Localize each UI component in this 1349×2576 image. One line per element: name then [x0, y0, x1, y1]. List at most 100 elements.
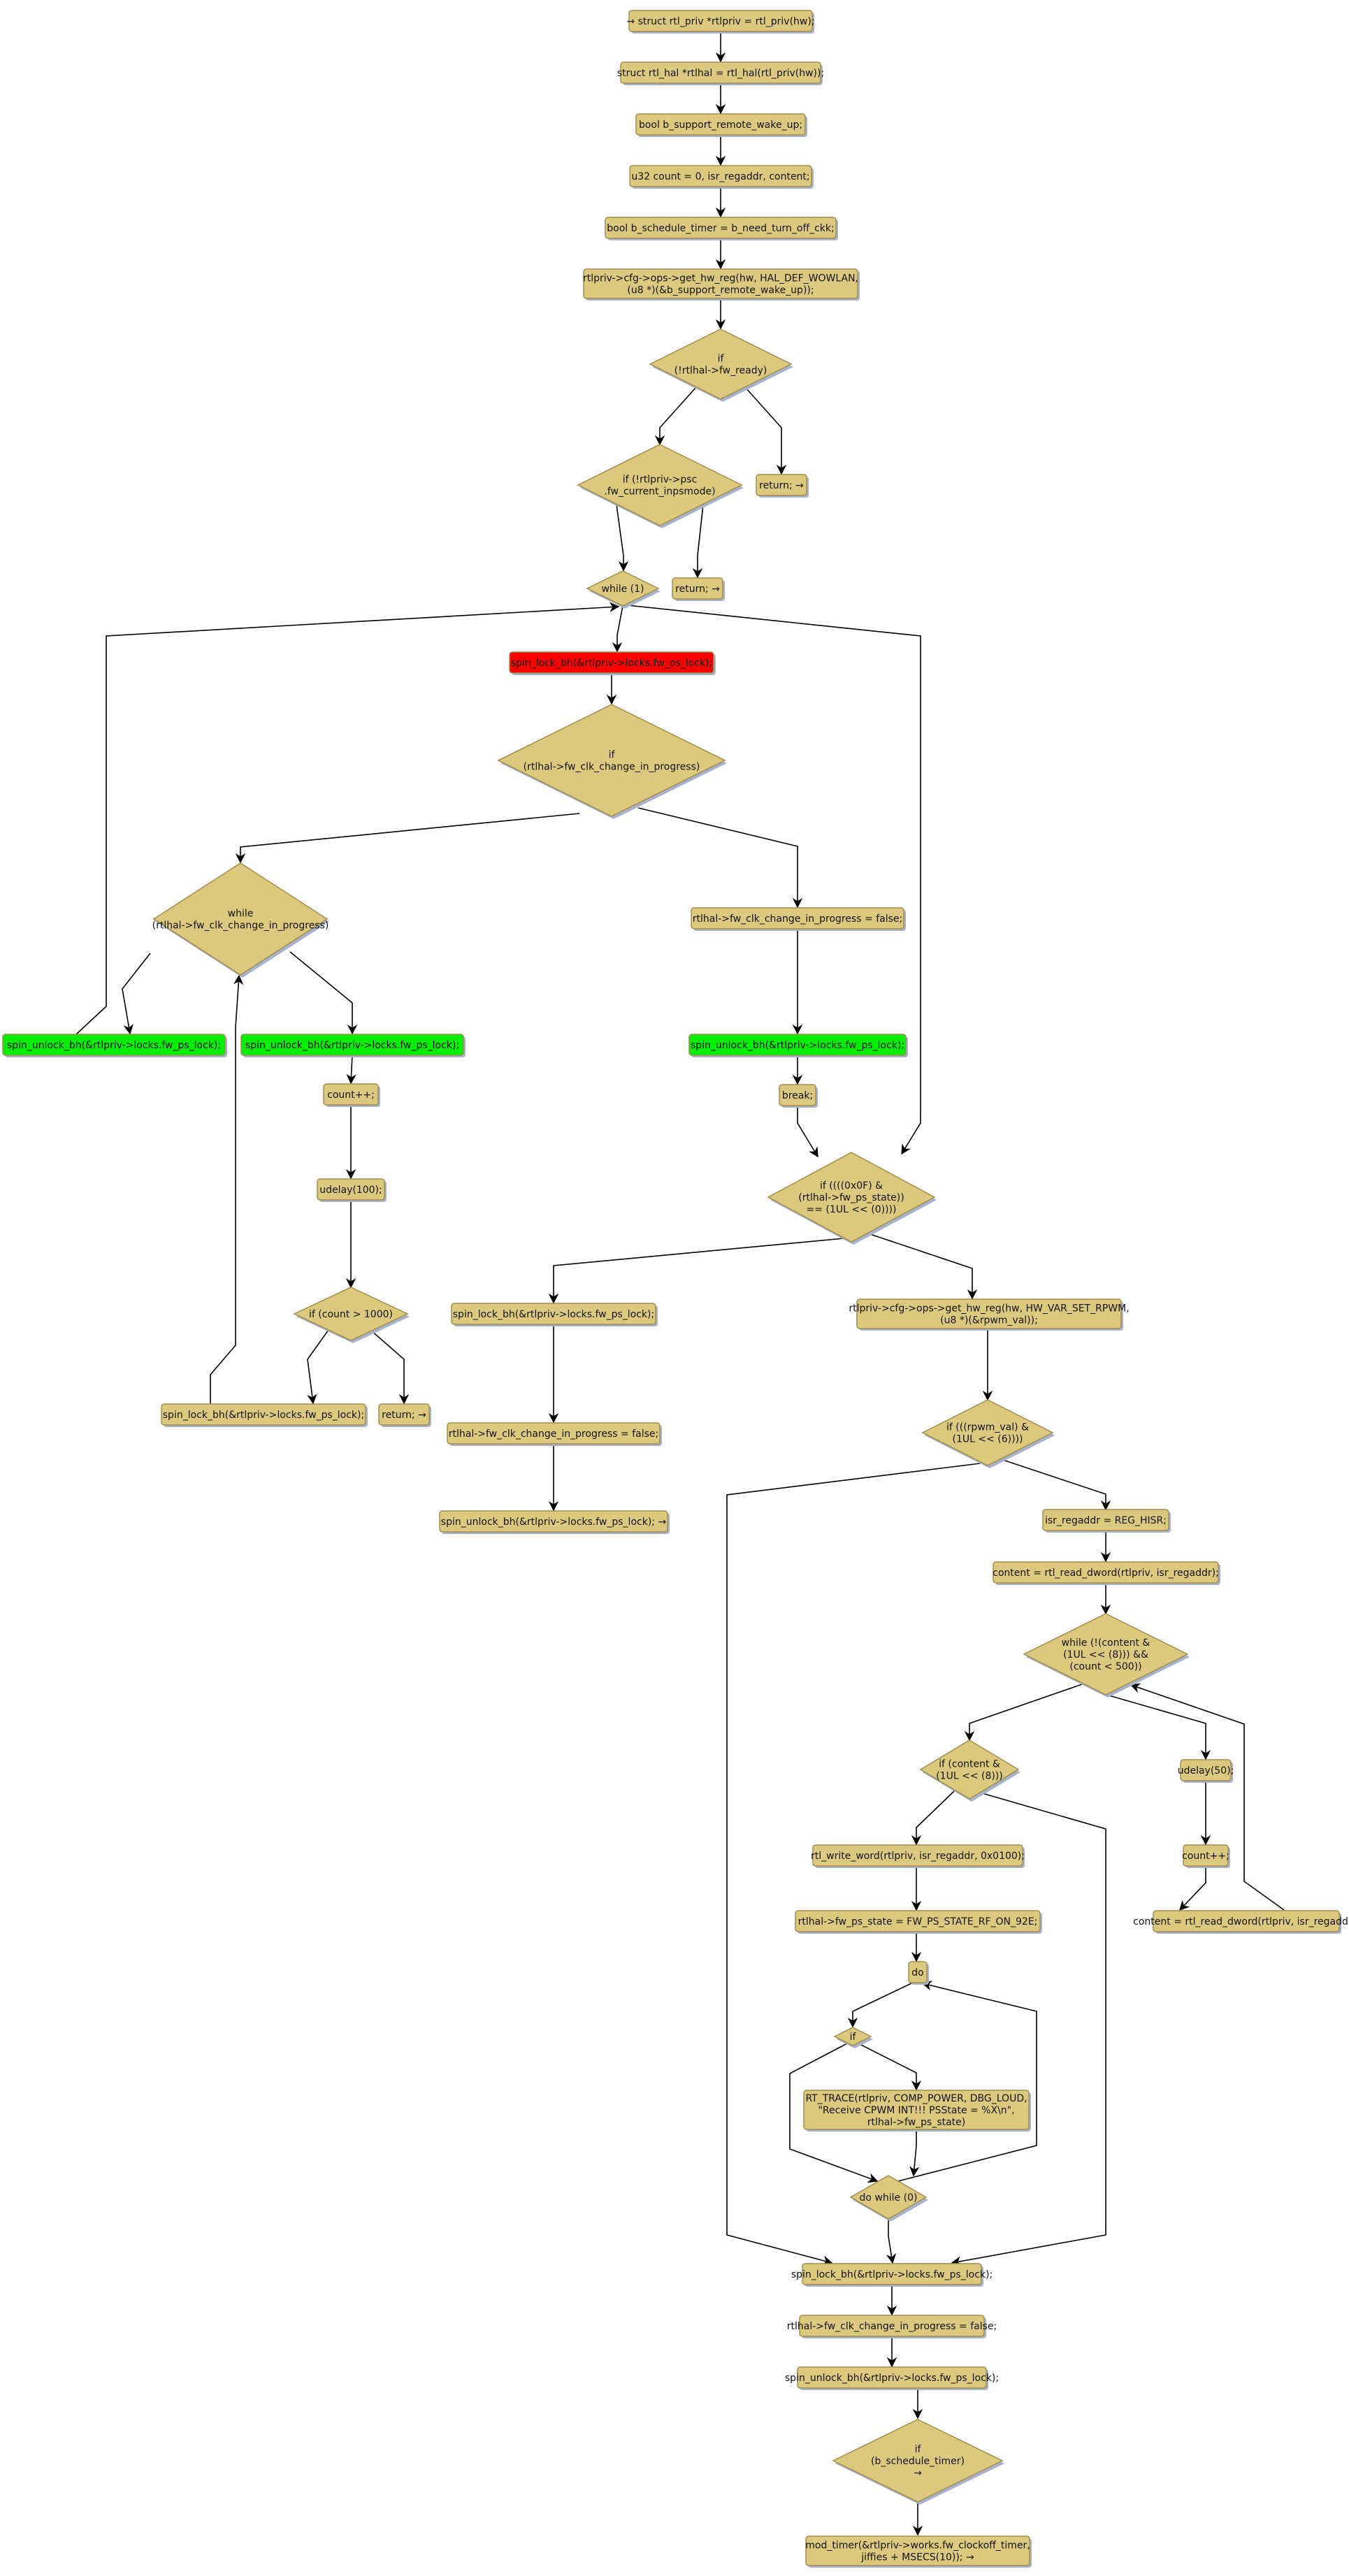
decision-node-d4[interactable]: if ((((0x0F) &(rtlhal->fw_ps_state))== (…	[767, 1152, 937, 1245]
box-shape	[1042, 1509, 1169, 1531]
statement-node-ww[interactable]: rtl_write_word(rtlpriv, isr_regaddr, 0x0…	[811, 1844, 1025, 1868]
edge-d3-s1	[637, 807, 803, 909]
decision-node-dif[interactable]: if	[833, 2027, 873, 2048]
node-label-line: u32 count = 0, isr_regaddr, content;	[631, 171, 809, 182]
node-label-line: while (1)	[602, 584, 644, 595]
statement-node-unlock4[interactable]: spin_unlock_bh(&rtlpriv->locks.fw_ps_loc…	[439, 1510, 670, 1534]
node-label-line: if ((((0x0F) &	[820, 1180, 883, 1192]
statement-node-r2[interactable]: return; →	[672, 577, 725, 601]
node-label-line: if (!rtlpriv->psc	[623, 475, 698, 486]
box-shape	[451, 1303, 656, 1325]
edge-brk-d4	[797, 1106, 818, 1158]
decision-node-d1[interactable]: if(!rtlhal->fw_ready)	[649, 328, 793, 402]
edge-cnt2-rd2	[1179, 1866, 1206, 1911]
statement-node-rd1[interactable]: content = rtl_read_dword(rtlpriv, isr_re…	[993, 1561, 1220, 1585]
statement-node-n6[interactable]: rtlpriv->cfg->ops->get_hw_reg(hw, HAL_DE…	[583, 268, 860, 301]
statement-node-do[interactable]: do	[908, 1961, 929, 1985]
edge-w3-d7	[964, 1684, 1083, 1742]
node-label-line: RT_TRACE(rtlpriv, COMP_POWER, DBG_LOUD,	[805, 2093, 1027, 2104]
box-shape	[605, 217, 837, 239]
decision-node-d7[interactable]: if (content &(1UL << (8)))	[919, 1739, 1020, 1802]
node-label-line: rtlpriv->cfg->ops->get_hw_reg(hw, HW_VAR…	[849, 1303, 1129, 1315]
node-label-line: == (1UL << (0))))	[807, 1204, 897, 1215]
statement-node-cnt2[interactable]: count++;	[1182, 1844, 1230, 1868]
statement-node-lock5[interactable]: spin_lock_bh(&rtlpriv->locks.fw_ps_lock)…	[791, 2263, 993, 2287]
box-shape	[439, 1510, 668, 1533]
statement-node-lock3[interactable]: spin_lock_bh(&rtlpriv->locks.fw_ps_lock)…	[451, 1303, 658, 1326]
statement-node-unlockC[interactable]: spin_unlock_bh(&rtlpriv->locks.fw_ps_loc…	[688, 1034, 908, 1057]
diamond-shape	[152, 862, 329, 976]
statement-node-unlockA[interactable]: spin_unlock_bh(&rtlpriv->locks.fw_ps_loc…	[2, 1034, 227, 1057]
node-label-line: count++;	[1182, 1851, 1229, 1862]
statement-node-n5[interactable]: bool b_schedule_timer = b_need_turn_off_…	[605, 217, 838, 240]
edge-d6-lock5	[726, 1463, 981, 2266]
box-shape	[756, 474, 807, 496]
statement-node-mod[interactable]: mod_timer(&rtlpriv->works.fw_clockoff_ti…	[805, 2535, 1032, 2568]
statement-node-unlockB[interactable]: spin_unlock_bh(&rtlpriv->locks.fw_ps_loc…	[240, 1034, 466, 1057]
edge-trace-dw0	[909, 2129, 920, 2177]
box-shape	[509, 651, 714, 674]
statement-node-ud50[interactable]: udelay(50);	[1178, 1759, 1234, 1783]
node-label-line: (rtlhal->fw_clk_change_in_progress)	[524, 762, 700, 773]
node-label-line: spin_unlock_bh(&rtlpriv->locks.fw_ps_loc…	[691, 1040, 904, 1051]
decision-node-d2[interactable]: if (!rtlpriv->psc.fw_current_inpsmode)	[577, 444, 744, 528]
decision-node-w2[interactable]: while(rtlhal->fw_clk_change_in_progress)	[152, 862, 329, 978]
node-label-line: if	[915, 2444, 922, 2455]
decision-node-d6[interactable]: if (((rpwm_val) &(1UL << (6))))	[921, 1399, 1055, 1468]
statement-node-lock1[interactable]: spin_lock_bh(&rtlpriv->locks.fw_ps_lock)…	[509, 651, 716, 675]
diamond-shape	[649, 328, 793, 400]
diamond-shape	[833, 2027, 872, 2046]
statement-node-rpwm[interactable]: rtlpriv->cfg->ops->get_hw_reg(hw, HW_VAR…	[849, 1298, 1130, 1331]
statement-node-n1[interactable]: → struct rtl_priv *rtlpriv = rtl_priv(hw…	[626, 10, 815, 34]
node-label-line: rtlpriv->cfg->ops->get_hw_reg(hw, HAL_DE…	[583, 273, 858, 284]
statement-node-s2[interactable]: rtlhal->fw_clk_change_in_progress = fals…	[447, 1422, 662, 1446]
statement-node-unlock5[interactable]: spin_unlock_bh(&rtlpriv->locks.fw_ps_loc…	[785, 2366, 999, 2390]
decision-node-w1[interactable]: while (1)	[586, 570, 661, 609]
edge-d1-d2	[654, 386, 697, 446]
statement-node-n3[interactable]: bool b_support_remote_wake_up;	[635, 113, 807, 137]
node-label-line: spin_unlock_bh(&rtlpriv->locks.fw_ps_loc…	[441, 1517, 667, 1528]
statement-node-s1[interactable]: rtlhal->fw_clk_change_in_progress = fals…	[691, 907, 906, 931]
edge-w2-unlockB	[289, 951, 358, 1035]
statement-node-lock2[interactable]: spin_lock_bh(&rtlpriv->locks.fw_ps_lock)…	[161, 1403, 368, 1427]
statement-node-n2[interactable]: struct rtl_hal *rtlhal = rtl_hal(rtl_pri…	[617, 61, 824, 85]
node-label-line: udelay(100);	[319, 1185, 382, 1196]
statement-node-ps[interactable]: rtlhal->fw_ps_state = FW_PS_STATE_RF_ON_…	[795, 1910, 1042, 1934]
statement-node-n4[interactable]: u32 count = 0, isr_regaddr, content;	[629, 165, 814, 189]
edge-dif-dw0	[789, 2043, 879, 2183]
node-label-line: jiffies + MSECS(10)); →	[860, 2552, 974, 2563]
decision-node-w3[interactable]: while (!(content &(1UL << (8))) &&(count…	[1023, 1613, 1190, 1698]
statement-node-r1[interactable]: return; →	[756, 474, 809, 498]
statement-node-isr[interactable]: isr_regaddr = REG_HISR;	[1042, 1509, 1171, 1533]
node-label-line: if	[718, 354, 725, 365]
decision-node-d3[interactable]: if(rtlhal->fw_clk_change_in_progress)	[497, 704, 727, 819]
node-label-line: content = rtl_read_dword(rtlpriv, isr_re…	[1133, 1916, 1349, 1927]
box-shape	[805, 2535, 1030, 2566]
node-label-line: return; →	[382, 1410, 426, 1421]
node-label-line: break;	[782, 1090, 813, 1101]
node-label-line: if (content &	[939, 1759, 1000, 1770]
statement-node-ud100[interactable]: udelay(100);	[317, 1178, 387, 1202]
edge-d4-lock3	[548, 1238, 844, 1304]
decision-node-d5[interactable]: if (count > 1000)	[293, 1287, 410, 1343]
box-shape	[2, 1034, 226, 1056]
node-label-line: rtlhal->fw_ps_state = FW_PS_STATE_RF_ON_…	[798, 1916, 1038, 1927]
edge-d6-isr	[1000, 1459, 1111, 1511]
node-label-line: rtlhal->fw_ps_state)	[867, 2117, 966, 2128]
statement-node-cnt1[interactable]: count++;	[323, 1083, 380, 1107]
box-shape	[691, 907, 904, 929]
node-label-line: if	[609, 750, 616, 761]
statement-node-trace[interactable]: RT_TRACE(rtlpriv, COMP_POWER, DBG_LOUD,"…	[803, 2090, 1031, 2132]
box-shape	[993, 1561, 1219, 1584]
decision-node-dw0[interactable]: do while (0)	[849, 2175, 928, 2222]
diamond-shape	[293, 1287, 409, 1341]
decision-node-d8[interactable]: if(b_schedule_timer)→	[832, 2419, 1004, 2505]
statement-node-rd2[interactable]: content = rtl_read_dword(rtlpriv, isr_re…	[1133, 1910, 1349, 1934]
node-label-line: return; →	[759, 480, 804, 491]
statement-node-brk[interactable]: break;	[779, 1084, 818, 1108]
edge-d4-rpwm	[870, 1233, 978, 1300]
statement-node-s3[interactable]: rtlhal->fw_clk_change_in_progress = fals…	[787, 2315, 997, 2338]
node-label-line: do while (0)	[860, 2192, 918, 2204]
statement-node-r3[interactable]: return; →	[378, 1403, 431, 1427]
diamond-shape	[586, 570, 660, 607]
